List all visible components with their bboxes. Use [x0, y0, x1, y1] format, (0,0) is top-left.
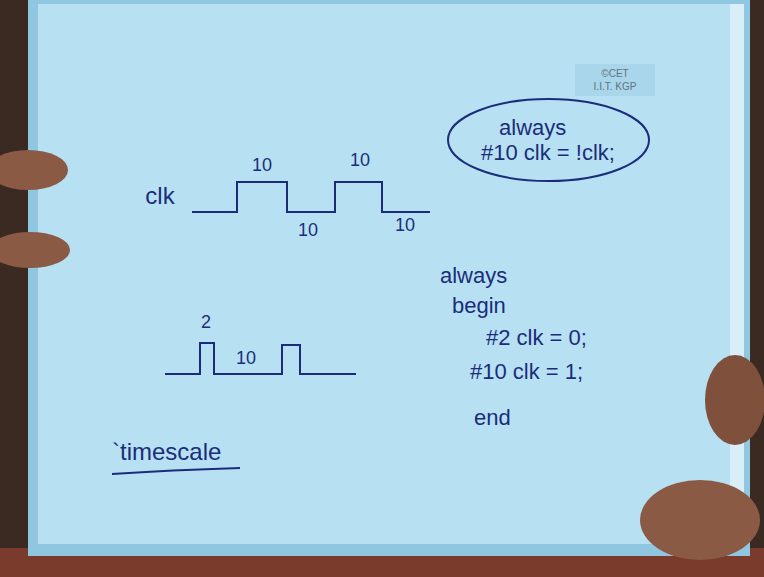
code-line: #2 clk = 0; [486, 325, 587, 350]
time-value: 10 [236, 348, 256, 369]
time-value: 10 [252, 155, 272, 176]
watermark: ©CET [601, 68, 628, 80]
finger [0, 150, 68, 190]
code-line: always [481, 115, 615, 140]
time-value-holder: 10 [350, 150, 370, 171]
time-value: 10 [298, 220, 318, 241]
watermark-holder: I.I.T. KGP [594, 81, 637, 93]
directive-name: `timescale [112, 438, 221, 466]
time-value-holder: 10 [252, 155, 272, 176]
time-value: 10 [350, 150, 370, 171]
directive-name-holder: `timescale [112, 438, 221, 466]
paper-page [38, 4, 742, 544]
time-value: 2 [201, 312, 211, 333]
underline [112, 468, 240, 474]
watermark-ground [575, 64, 655, 96]
code-line-holder: #10 clk = 1; [470, 359, 583, 384]
code-line-holder: end [474, 405, 511, 430]
code-line: end [474, 405, 511, 430]
hand [640, 480, 760, 560]
code-line: always [440, 263, 507, 288]
signal-name: clk [145, 182, 174, 210]
code-line: #10 clk = 1; [470, 359, 583, 384]
time-value-holder: 10 [395, 215, 415, 236]
time-value-holder: 10 [236, 348, 256, 369]
finger [0, 232, 70, 268]
signal-name-holder: clk [145, 182, 174, 210]
ellipse-outline [448, 99, 649, 181]
watermark: I.I.T. KGP [594, 81, 637, 93]
clock-waveform [192, 182, 430, 212]
time-value: 10 [395, 215, 415, 236]
paper-edge [730, 4, 744, 544]
code-line: #10 clk = !clk; [481, 140, 615, 165]
watermark-holder: ©CET [601, 68, 628, 80]
code-line-holder: always [440, 263, 507, 288]
time-value-holder: 2 [201, 312, 211, 333]
code-ellipse: always#10 clk = !clk; [446, 97, 651, 183]
paper-back [28, 0, 750, 556]
hand [705, 355, 764, 445]
code-line-holder: #2 clk = 0; [486, 325, 587, 350]
code-line: begin [452, 293, 506, 318]
clock-waveform [165, 343, 356, 374]
time-value-holder: 10 [298, 220, 318, 241]
code-line-holder: begin [452, 293, 506, 318]
code-block: always#10 clk = !clk; [481, 115, 615, 166]
